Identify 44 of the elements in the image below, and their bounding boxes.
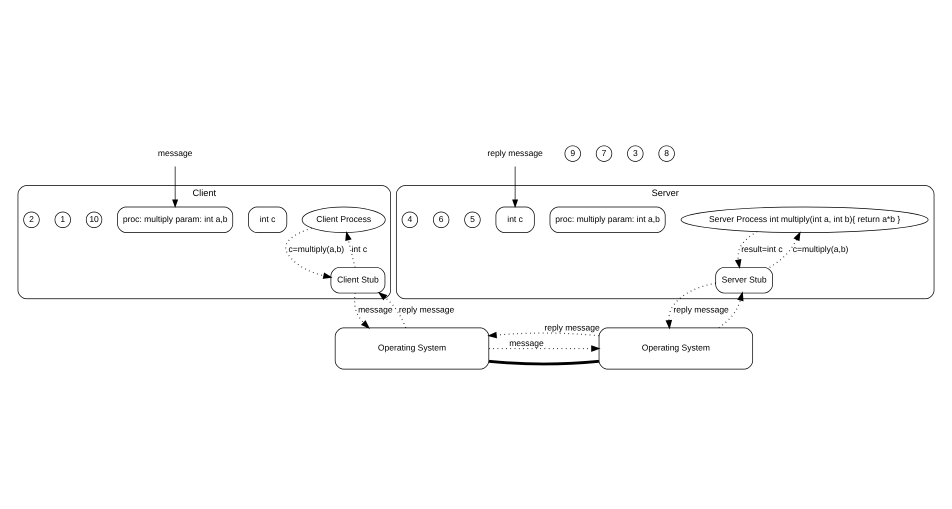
node-ellipse: Server Process int multiply(int a, int b){ return a*b }: [680, 206, 928, 232]
node-circle: 2: [23, 211, 40, 228]
arrow: [378, 292, 406, 328]
node-box: Operating System: [334, 327, 490, 369]
node-box: int c: [248, 206, 288, 232]
edge-label: result=int c: [741, 244, 783, 254]
edge-label: message: [358, 304, 393, 314]
node-circle: 6: [432, 211, 450, 228]
node-box: Operating System: [598, 327, 754, 369]
node-box: proc: multiply param: int a,b: [117, 206, 234, 232]
arrow: [489, 344, 601, 352]
arrow: [666, 282, 716, 329]
edge-label: reply message: [544, 322, 600, 332]
edge-label: c=multiply(a,b): [288, 244, 344, 254]
node-circle: 9: [564, 144, 581, 162]
node-box: proc: multiply param: int a,b: [550, 206, 666, 232]
node-box: int c: [496, 206, 535, 232]
node-box: Client Stub: [330, 266, 386, 293]
edge-label: c=multiply(a,b): [792, 244, 848, 254]
arrow: [487, 331, 599, 338]
arrow: [345, 230, 356, 267]
node-ellipse: Client Process: [302, 206, 386, 232]
edge-label: message: [509, 338, 544, 348]
arrow: [718, 290, 744, 328]
arrow: [512, 166, 518, 208]
arrow: [172, 166, 178, 208]
node-text: message: [158, 147, 192, 158]
node-text: reply message: [487, 147, 543, 158]
arrow: [354, 292, 370, 329]
edge-label: reply message: [673, 304, 729, 314]
connector: [488, 359, 599, 365]
node-circle: 8: [658, 144, 675, 162]
edge-label: int c: [352, 244, 368, 254]
arrow: [285, 227, 333, 278]
node-circle: 10: [86, 211, 102, 228]
arrow: [734, 230, 758, 268]
node-circle: 5: [464, 211, 481, 228]
node-circle: 1: [54, 211, 71, 228]
node-box: Server Stub: [715, 266, 773, 293]
edge-label: reply message: [398, 304, 454, 314]
arrow: [769, 230, 801, 268]
node-circle: 3: [627, 144, 644, 162]
node-circle: 4: [402, 211, 418, 228]
node-circle: 7: [596, 144, 612, 162]
